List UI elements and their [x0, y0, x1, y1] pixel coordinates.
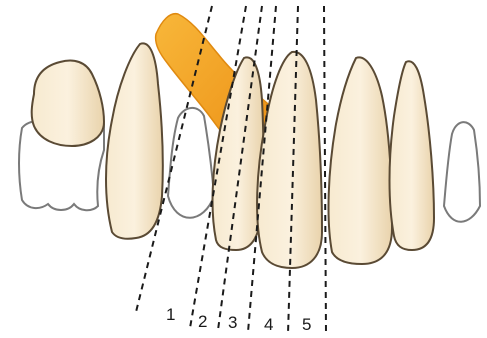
tooth-premolar-right: [390, 61, 435, 250]
tooth-premolar-left: [32, 61, 104, 147]
line-label-3: 3: [228, 313, 237, 332]
line-label-4: 4: [264, 315, 273, 334]
line-label-1: 1: [166, 305, 175, 324]
back-tooth-left-center: [168, 108, 214, 218]
tooth-canine-right: [329, 57, 392, 264]
tooth-central-incisor: [257, 52, 322, 268]
line-label-2: 2: [198, 312, 207, 331]
line-label-5: 5: [302, 315, 311, 334]
guide-line-5: [324, 6, 326, 334]
tooth-canine-left: [106, 43, 163, 238]
back-tooth-right: [444, 122, 480, 222]
